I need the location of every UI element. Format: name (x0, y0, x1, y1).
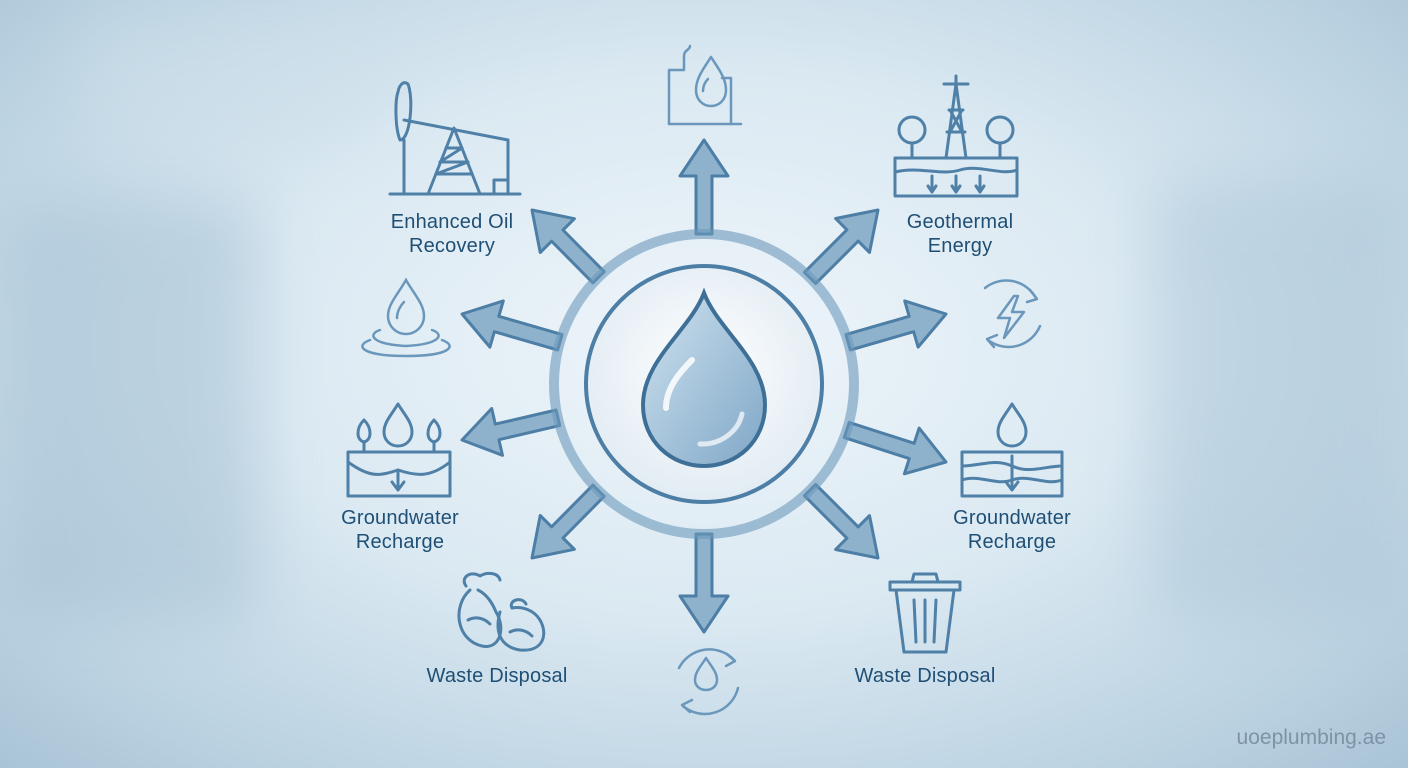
arrow-down-left (530, 483, 606, 560)
label-line: Groundwater (953, 507, 1071, 529)
label-geothermal-energy: Geothermal Energy (880, 210, 1040, 258)
drilling-rig-trees-icon (893, 74, 1019, 198)
label-waste-disposal-right: Waste Disposal (854, 665, 996, 687)
energy-cycle-icon (983, 279, 1042, 349)
background-shape (80, 20, 380, 140)
label-groundwater-recharge-left: Groundwater Recharge (320, 506, 480, 554)
label-enhanced-oil-recovery: Enhanced Oil Recovery (372, 210, 532, 258)
arrow-right-lower (842, 420, 948, 476)
watermark: uoeplumbing.ae (1236, 726, 1386, 749)
label-groundwater-recharge-right: Groundwater Recharge (932, 506, 1092, 554)
water-drop-icon (640, 287, 768, 469)
water-recycle-icon (677, 648, 740, 716)
label-waste-disposal-left: Waste Disposal (426, 665, 568, 687)
label-line: Enhanced Oil (390, 211, 514, 233)
label-line: Groundwater (341, 507, 459, 529)
arrow-right-upper (844, 299, 948, 352)
arrow-down-right (802, 482, 880, 560)
arrow-left-upper (460, 299, 564, 352)
arrow-left-lower (460, 407, 562, 457)
trash-can-icon (888, 572, 962, 654)
hub-outer-ring (549, 229, 859, 539)
label-line: Geothermal (906, 211, 1014, 233)
water-tank-icon (667, 44, 743, 126)
arrow-up (678, 138, 730, 236)
label-line: Recovery (408, 235, 496, 257)
oil-pump-jack-icon (388, 81, 522, 196)
arrow-up-left (530, 208, 606, 285)
background-shape (1150, 180, 1408, 620)
label-line: Recharge (967, 531, 1057, 553)
groundwater-trees-icon (346, 402, 452, 498)
arrows-group (460, 138, 948, 634)
label-line: Recharge (355, 531, 445, 553)
label-line: Energy (927, 235, 993, 257)
waste-bags-icon (457, 571, 546, 652)
arrow-up-right (802, 208, 880, 286)
background-shape (0, 200, 260, 620)
water-ripple-icon (361, 277, 451, 358)
arrow-down (678, 532, 730, 634)
groundwater-infiltration-icon (960, 402, 1064, 498)
